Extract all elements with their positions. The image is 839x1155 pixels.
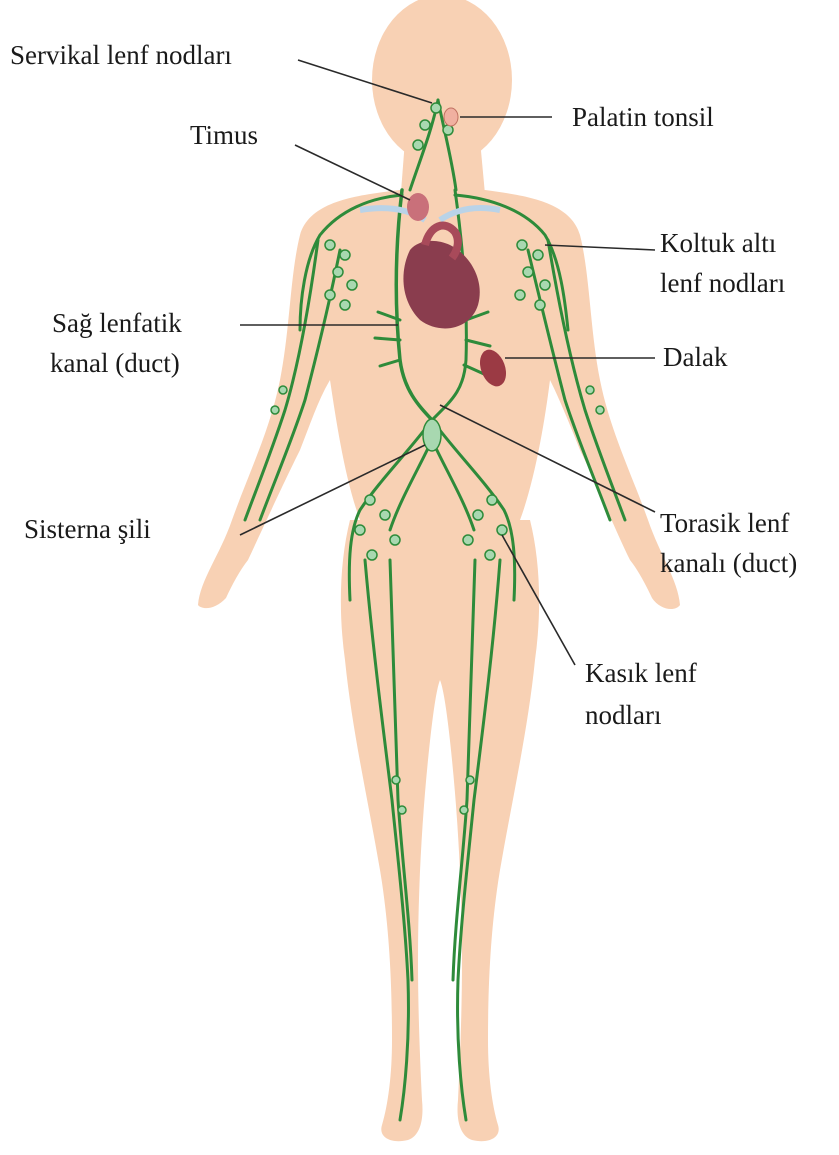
label-palatine-tonsil: Palatin tonsil [572, 100, 714, 134]
label-thoracic-duct-2: kanalı (duct) [660, 546, 797, 580]
label-thoracic-duct-1: Torasik lenf [660, 506, 789, 540]
label-right-duct-2: kanal (duct) [50, 346, 180, 380]
label-right-duct-1: Sağ lenfatik [52, 306, 182, 340]
body-silhouette [198, 0, 680, 1141]
label-cervical-nodes: Servikal lenf nodları [10, 38, 232, 72]
label-cisterna-chyli: Sisterna şili [24, 512, 151, 546]
label-spleen: Dalak [663, 340, 727, 374]
palatine-tonsil-shape [444, 108, 458, 126]
label-inguinal-nodes-1: Kasık lenf [585, 656, 697, 690]
label-thymus: Timus [190, 118, 258, 152]
leader-thymus [295, 145, 410, 200]
label-axillary-nodes-1: Koltuk altı [660, 226, 776, 260]
label-inguinal-nodes-2: nodları [585, 698, 661, 732]
label-axillary-nodes-2: lenf nodları [660, 266, 785, 300]
thymus-shape [407, 193, 429, 221]
